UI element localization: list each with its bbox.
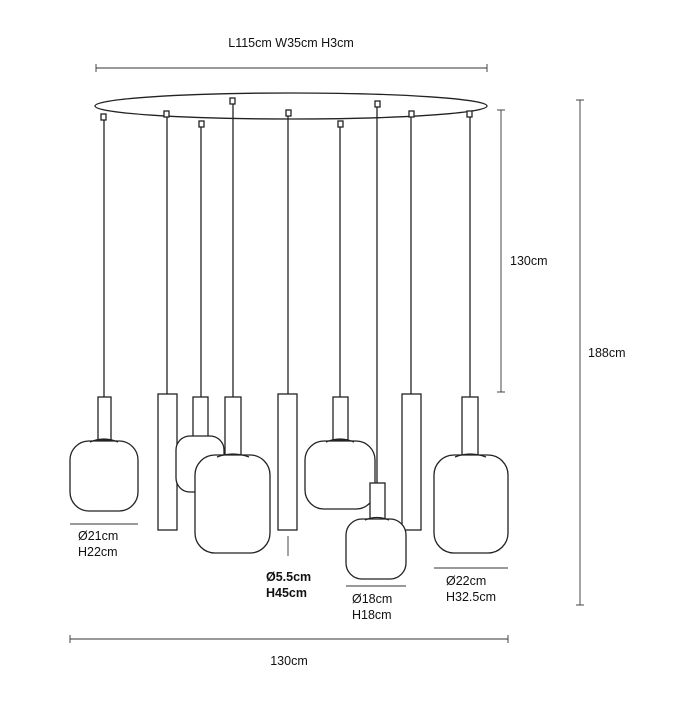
shade-neck	[364, 516, 390, 521]
shade-neck	[89, 438, 119, 443]
tube-lamp	[401, 393, 422, 531]
lamp-holder	[224, 396, 242, 458]
shade-21-center-lamp	[304, 396, 376, 510]
total-width-label: 130cm	[270, 654, 308, 668]
tube-diameter-label: Ø5.5cm	[266, 570, 311, 584]
shade-21-lamp	[69, 396, 139, 512]
glass-shade	[345, 518, 407, 580]
shade-18-diameter-label: Ø18cm	[352, 592, 392, 606]
total-height-label: 188cm	[588, 346, 626, 360]
shade-neck	[325, 438, 355, 443]
shade-22-diameter-label: Ø22cm	[446, 574, 486, 588]
shade-22-right-lamp	[433, 396, 509, 554]
shade-22-left-lamp	[194, 396, 271, 554]
total-width-dimension-line	[69, 635, 509, 643]
tube-height-label: H45cm	[266, 586, 307, 600]
shade-neck	[454, 453, 487, 458]
lamp-holder	[461, 396, 479, 458]
lamp-holder	[332, 396, 349, 441]
shade-22-height-label: H32.5cm	[446, 590, 496, 604]
lamp-holder	[97, 396, 112, 441]
cable-cap	[466, 110, 473, 118]
cable-cap	[229, 97, 236, 105]
shade-neck	[216, 453, 250, 458]
tube-lamps	[157, 393, 422, 531]
cable-cap	[337, 120, 344, 128]
glass-shade	[194, 454, 271, 554]
shade-18-front-lamp	[345, 482, 407, 580]
cable-cap	[163, 110, 170, 118]
cable-length-dimension-line	[497, 109, 505, 393]
lamp-holder	[192, 396, 209, 441]
shade-21-diameter-label: Ø21cm	[78, 529, 118, 543]
total-height-dimension-line	[576, 99, 584, 606]
shade-18-height-label: H18cm	[352, 608, 392, 622]
glass-shade	[69, 440, 139, 512]
tube-lamp	[277, 393, 298, 531]
lamp-holder	[369, 482, 386, 522]
tube-lamp	[157, 393, 178, 531]
cable-length-label: 130cm	[510, 254, 548, 268]
canopy-dimension-label: L115cm W35cm H3cm	[228, 36, 354, 50]
cable-cap	[100, 113, 107, 121]
canopy-dimension-line	[95, 64, 488, 72]
cable-cap	[285, 109, 292, 117]
cable-cap	[408, 110, 415, 118]
glass-shade	[304, 440, 376, 510]
cable-cap	[374, 100, 381, 108]
cable-cap	[198, 120, 205, 128]
canopy-plate	[94, 92, 488, 120]
shade-21-height-label: H22cm	[78, 545, 118, 559]
glass-shade	[433, 454, 509, 554]
suspension-cables	[100, 97, 473, 483]
